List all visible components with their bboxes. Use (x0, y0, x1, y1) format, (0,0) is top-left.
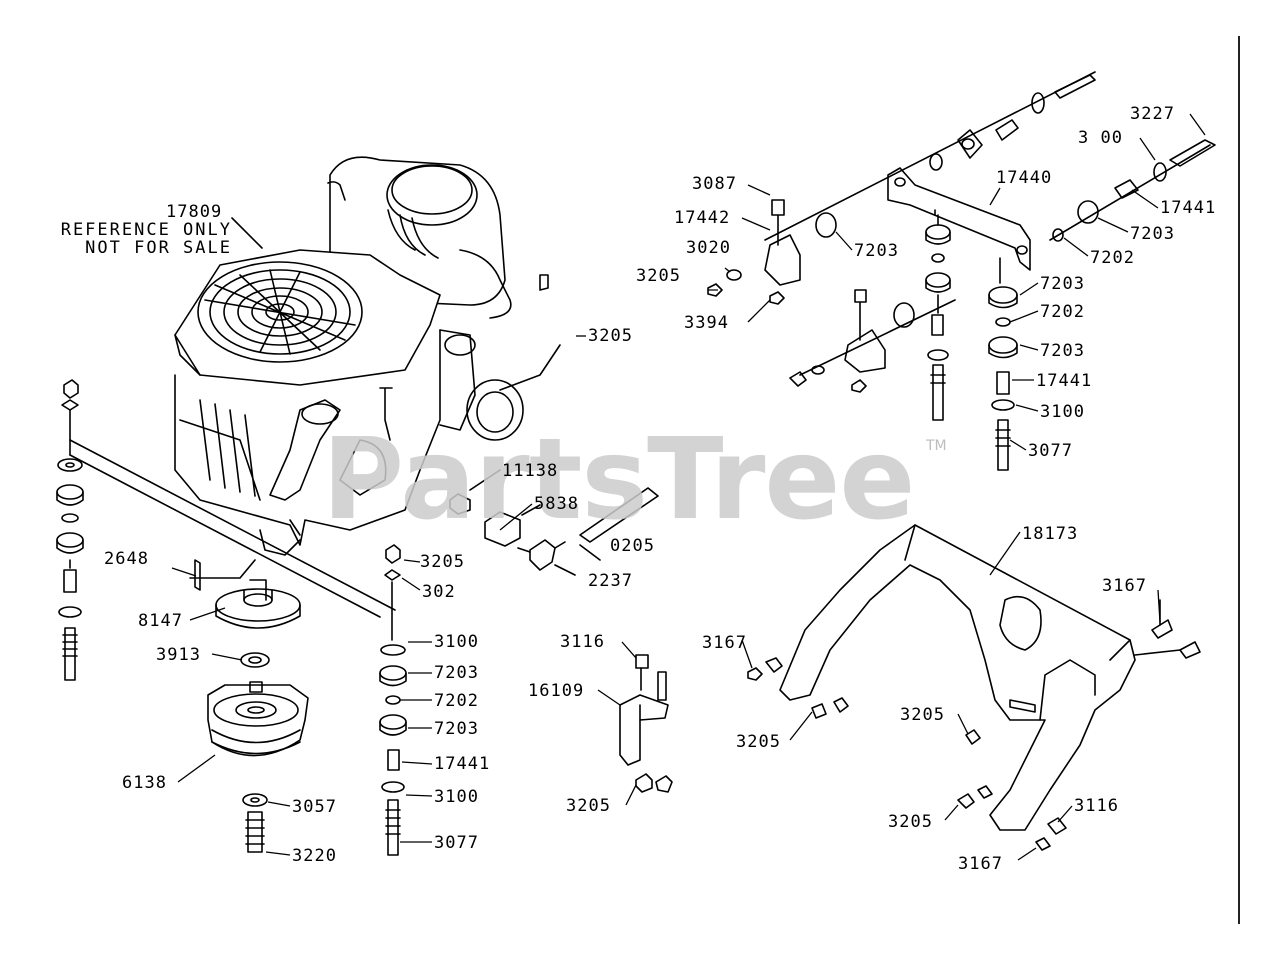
callout-3087[interactable]: 3087 (692, 174, 737, 194)
callout-6138[interactable]: 6138 (122, 773, 167, 793)
callout-3100[interactable]: 3100 (1040, 402, 1085, 422)
callout-7203[interactable]: 7203 (854, 241, 899, 261)
callout-3077[interactable]: 3077 (1028, 441, 1073, 461)
callout-3913[interactable]: 3913 (156, 645, 201, 665)
center-bolt-stack (379, 544, 407, 856)
callout-3205[interactable]: 3205 (636, 266, 681, 286)
callout-3020[interactable]: 3020 (686, 238, 731, 258)
callout-3205[interactable]: 3205 (888, 812, 933, 832)
callout-7203[interactable]: 7203 (1130, 224, 1175, 244)
callout-7203[interactable]: 7203 (434, 719, 479, 739)
callout-11138[interactable]: 11138 (502, 461, 559, 481)
upper-bracket-assembly (707, 71, 1216, 471)
callout-2237[interactable]: 2237 (588, 571, 633, 591)
callout-17809[interactable]: 17809 (166, 202, 223, 222)
callout-3116[interactable]: 3116 (560, 632, 605, 652)
pulley-and-clutch (194, 559, 309, 853)
callout-3167[interactable]: 3167 (702, 633, 747, 653)
reference-note-line-2: NOT FOR SALE (85, 238, 232, 258)
callout-3205[interactable]: 3205 (736, 732, 781, 752)
callout-7202[interactable]: 7202 (1090, 248, 1135, 268)
callout-3077[interactable]: 3077 (434, 833, 479, 853)
callout-7203[interactable]: 7203 (434, 663, 479, 683)
callout-3100[interactable]: 3 00 (1078, 128, 1123, 148)
callout-3167[interactable]: 3167 (958, 854, 1003, 874)
callout-3205[interactable]: 3205 (588, 326, 633, 346)
callout-16109[interactable]: 16109 (528, 681, 585, 701)
callout-7203[interactable]: 7203 (1040, 274, 1085, 294)
callout-18173[interactable]: 18173 (1022, 524, 1079, 544)
callout-3227[interactable]: 3227 (1130, 104, 1175, 124)
callout-2648[interactable]: 2648 (104, 549, 149, 569)
callout-3205[interactable]: 3205 (420, 552, 465, 572)
engine-assembly (174, 156, 561, 556)
callout-5838[interactable]: 5838 (534, 494, 579, 514)
watermark: PartsTree (322, 415, 915, 545)
callout-3394[interactable]: 3394 (684, 313, 729, 333)
callout-3100[interactable]: 3100 (434, 632, 479, 652)
callout-3167[interactable]: 3167 (1102, 576, 1147, 596)
callout-7202[interactable]: 7202 (1040, 302, 1085, 322)
callout-8147[interactable]: 8147 (138, 611, 183, 631)
reference-note-line-1: REFERENCE ONLY (60, 220, 232, 240)
left-bolt-stack (56, 379, 84, 681)
engine-mount-bracket-18173 (747, 524, 1201, 851)
callout-17441[interactable]: 17441 (1036, 371, 1093, 391)
callout-7202[interactable]: 7202 (434, 691, 479, 711)
callout-3057[interactable]: 3057 (292, 797, 337, 817)
callout-3220[interactable]: 3220 (292, 846, 337, 866)
callout-3205[interactable]: 3205 (566, 796, 611, 816)
page-border-line (1238, 36, 1240, 924)
callout-0205[interactable]: 0205 (610, 536, 655, 556)
callout-7203[interactable]: 7203 (1040, 341, 1085, 361)
callout-17441[interactable]: 17441 (434, 754, 491, 774)
engine-mount-rails (69, 439, 396, 618)
fuel-fittings (449, 469, 659, 576)
trademark-mark: TM (926, 438, 947, 454)
callout-3205[interactable]: 3205 (900, 705, 945, 725)
callout-17441[interactable]: 17441 (1160, 198, 1217, 218)
bracket-16109 (619, 654, 673, 793)
callout-3100[interactable]: 3100 (434, 787, 479, 807)
callout-3116[interactable]: 3116 (1074, 796, 1119, 816)
callout-17440[interactable]: 17440 (996, 168, 1053, 188)
callout-17442[interactable]: 17442 (674, 208, 731, 228)
flywheel-screen (197, 261, 363, 363)
callout-302[interactable]: 302 (422, 582, 456, 602)
